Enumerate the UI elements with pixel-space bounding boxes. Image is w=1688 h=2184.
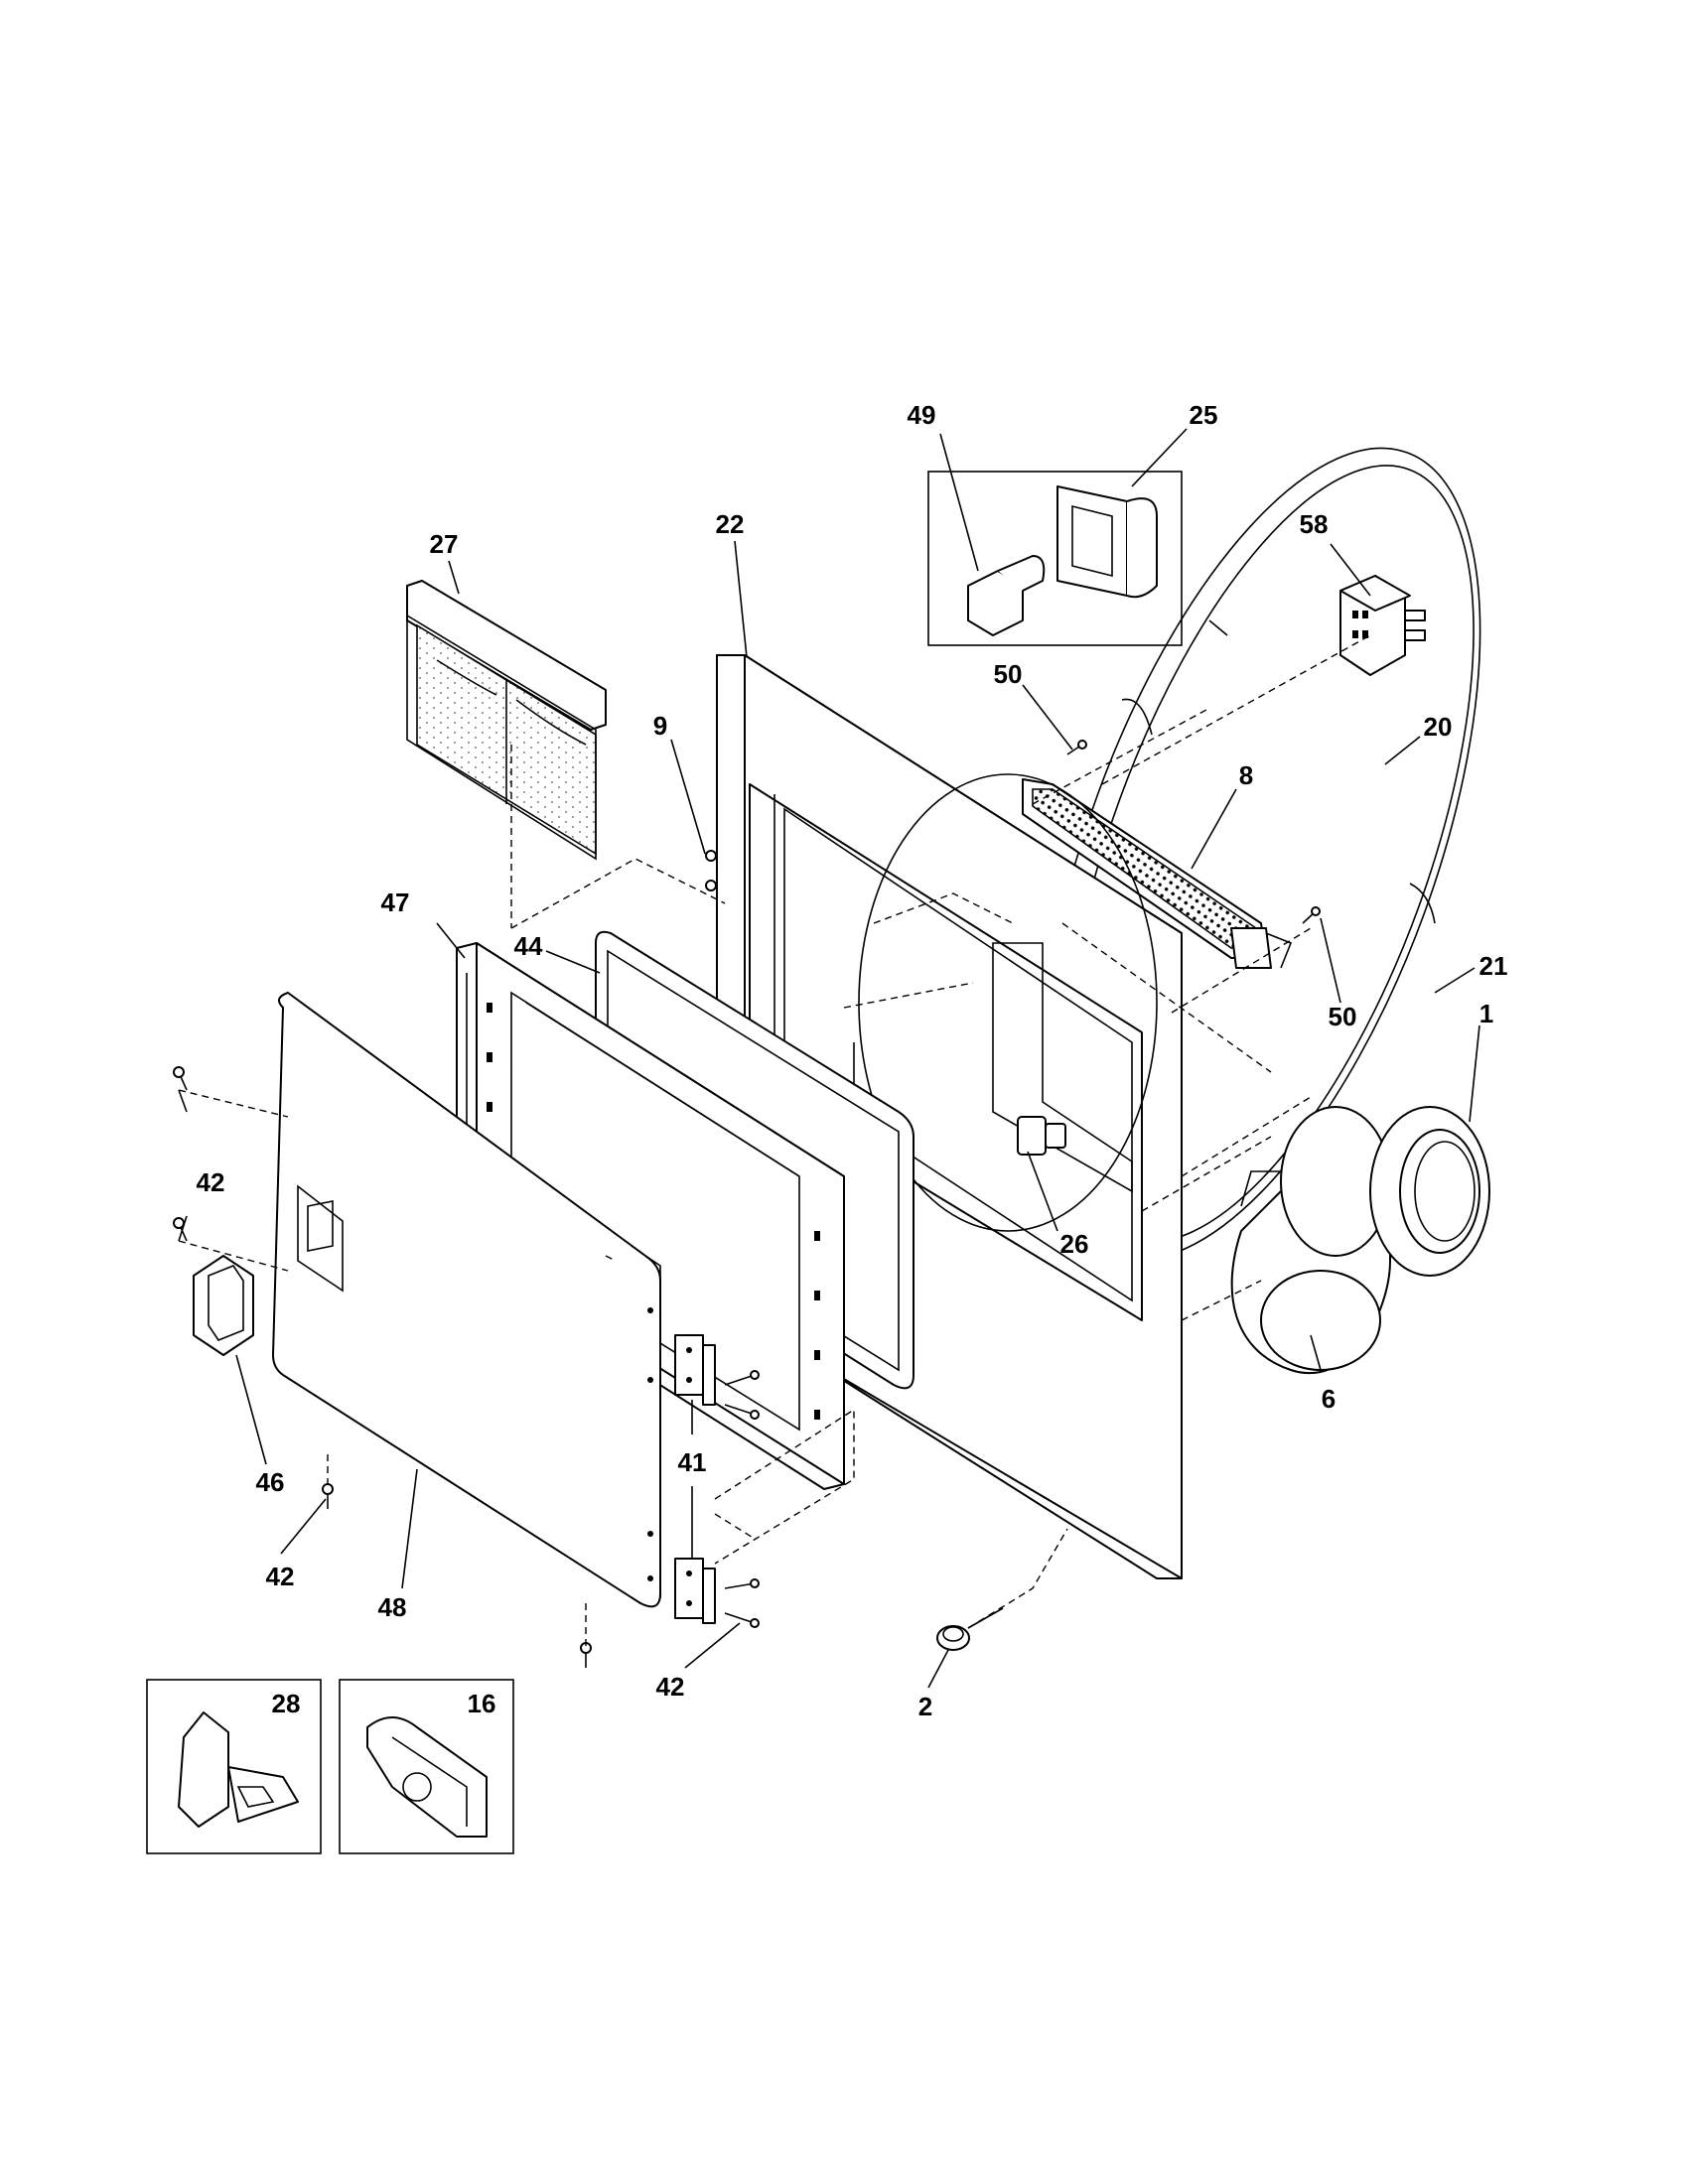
plug-button-part (936, 1625, 970, 1651)
screws-50 (1066, 740, 1321, 924)
callout-42-bottom-left: 42 (266, 1562, 295, 1591)
lower-hinge-part (674, 1558, 716, 1624)
callout-16: 16 (468, 1689, 496, 1718)
blower-seal-part (1369, 1106, 1490, 1277)
inner-door-panel-part (456, 942, 845, 1490)
door-screws (173, 1066, 760, 1668)
callout-25: 25 (1190, 400, 1218, 430)
callout-50-lower: 50 (1329, 1002, 1357, 1031)
callout-44: 44 (514, 931, 543, 961)
callout-58: 58 (1300, 509, 1329, 539)
detail-box-28 (146, 1679, 322, 1854)
blower-duct-part (1230, 1106, 1391, 1374)
callout-42-bottom: 42 (656, 1672, 685, 1702)
callout-42-left: 42 (197, 1167, 225, 1197)
lint-duct-part (1022, 778, 1293, 969)
callout-50-upper: 50 (994, 659, 1023, 689)
callout-22: 22 (716, 509, 745, 539)
lint-filter-part (406, 580, 607, 861)
door-switch-part (1017, 1116, 1066, 1156)
door-catch-part-25 (1056, 485, 1158, 599)
callout-48: 48 (378, 1592, 407, 1622)
callout-28: 28 (272, 1689, 301, 1718)
callout-27: 27 (430, 529, 459, 559)
terminal-block-part (1339, 575, 1426, 676)
callout-20: 20 (1424, 712, 1453, 742)
callout-2: 2 (918, 1692, 932, 1721)
callout-41: 41 (678, 1447, 707, 1477)
small-fasteners-9 (705, 850, 717, 891)
detail-box-16 (339, 1679, 514, 1854)
callout-47: 47 (381, 887, 410, 917)
inset-detail-box (927, 471, 1183, 646)
callout-21: 21 (1479, 951, 1508, 981)
assembly-dashed-lines (178, 634, 1371, 1648)
callout-labels: 49 25 58 27 22 50 20 9 8 47 44 21 50 1 4… (197, 400, 1508, 1721)
door-strike-part-49 (967, 555, 1046, 636)
outer-door-part (272, 992, 661, 1608)
callout-1: 1 (1479, 999, 1493, 1028)
callout-49: 49 (908, 400, 936, 430)
callout-26: 26 (1060, 1229, 1089, 1259)
leader-lines (178, 428, 1480, 1689)
upper-hinge-part (674, 1334, 716, 1406)
callout-8: 8 (1239, 760, 1253, 790)
door-handle-part (193, 1255, 254, 1356)
callout-6: 6 (1322, 1384, 1336, 1414)
callout-46: 46 (256, 1467, 285, 1497)
callout-9: 9 (653, 711, 667, 741)
